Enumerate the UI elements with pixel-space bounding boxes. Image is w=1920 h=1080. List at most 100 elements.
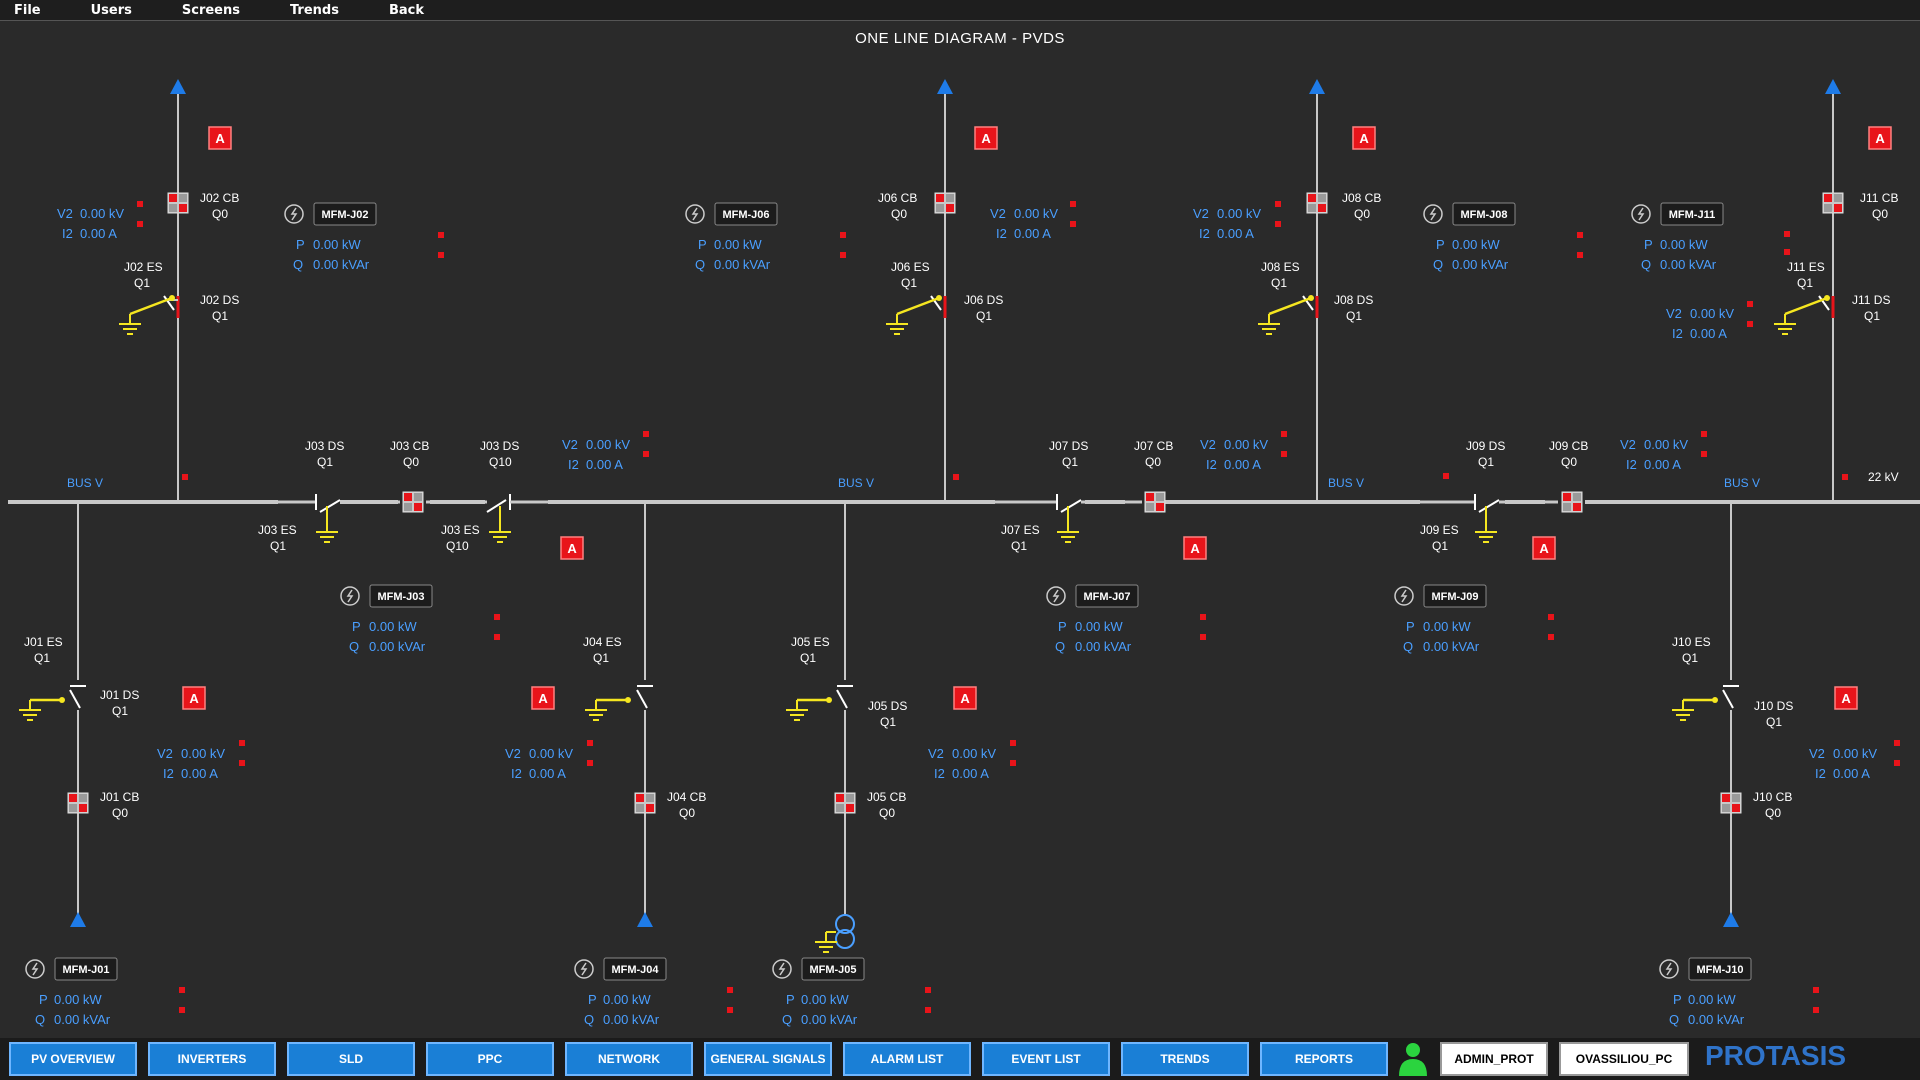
meter-mfm-j02[interactable]: MFM-J02 P 0.00 kW Q 0.00 kVAr: [284, 202, 444, 272]
es-label: J03 ES: [441, 523, 480, 537]
cb-label: J06 CB: [878, 191, 917, 205]
meter-mfm-j01[interactable]: MFM-J01 P 0.00 kW Q 0.00 kVAr: [25, 957, 185, 1027]
ds-state: Q1: [1478, 455, 1494, 469]
meter-mfm-j04[interactable]: MFM-J04 P 0.00 kW Q 0.00 kVAr: [574, 957, 733, 1027]
nav-alarm-list-button[interactable]: ALARM LIST: [843, 1042, 971, 1076]
alarm-icon[interactable]: [208, 126, 232, 150]
cb-state: Q0: [879, 806, 895, 820]
v2-label: V2: [562, 437, 578, 452]
v2-label: V2: [990, 206, 1006, 221]
meter-icon: [574, 959, 594, 979]
meter-mfm-j05[interactable]: MFM-J05 P 0.00 kW Q 0.00 kVAr: [772, 957, 931, 1027]
meter-mfm-j07[interactable]: MFM-J07 P 0.00 kW Q 0.00 kVAr: [1046, 584, 1206, 654]
bus-label: BUS V: [838, 476, 874, 490]
alarm-icon[interactable]: [531, 686, 555, 710]
circuit-breaker-icon[interactable]: [1822, 192, 1844, 214]
circuit-breaker-icon[interactable]: [1144, 491, 1166, 513]
ds-label: J02 DS: [200, 293, 239, 307]
circuit-breaker-icon[interactable]: [167, 192, 189, 214]
menu-trends[interactable]: Trends: [289, 2, 339, 18]
v2-value: 0.00 kV: [181, 746, 225, 761]
bus-label: BUS V: [67, 476, 103, 490]
ds-state: Q1: [1766, 715, 1782, 729]
menu-back[interactable]: Back: [388, 2, 424, 18]
cb-label: J10 CB: [1753, 790, 1792, 804]
page-title: ONE LINE DIAGRAM - PVDS: [855, 30, 1065, 47]
cb-state: Q0: [112, 806, 128, 820]
cb-state: Q0: [1872, 207, 1888, 221]
ground-icon: [584, 699, 608, 721]
meter-name: MFM-J04: [611, 964, 659, 976]
meter-mfm-j08[interactable]: MFM-J08 P 0.00 kW Q 0.00 kVAr: [1423, 202, 1583, 272]
ground-icon: [1056, 521, 1080, 543]
alarm-icon[interactable]: [1834, 686, 1858, 710]
circuit-breaker-icon[interactable]: [1720, 792, 1742, 814]
i2-label: I2: [1206, 457, 1217, 472]
alarm-icon[interactable]: [1183, 536, 1207, 560]
meter-mfm-j11[interactable]: MFM-J11 P 0.00 kW Q 0.00 kVAr: [1631, 202, 1724, 272]
i2-value: 0.00 A: [1224, 457, 1261, 472]
cb-label: J05 CB: [867, 790, 906, 804]
cb-state: Q0: [1765, 806, 1781, 820]
cb-state: Q0: [679, 806, 695, 820]
circuit-breaker-icon[interactable]: [634, 792, 656, 814]
i2-label: I2: [996, 226, 1007, 241]
v2-label: V2: [157, 746, 173, 761]
cb-label: J03 CB: [390, 439, 429, 453]
circuit-breaker-icon[interactable]: [67, 792, 89, 814]
nav-inverters-button[interactable]: INVERTERS: [148, 1042, 276, 1076]
i2-label: I2: [934, 766, 945, 781]
alarm-icon[interactable]: [974, 126, 998, 150]
feeder-j05: J05 ES Q1 J05 DS Q1 J05 CB Q0 V2 0.00 kV…: [785, 502, 1016, 953]
es-label: J07 ES: [1001, 523, 1040, 537]
v2-value: 0.00 kV: [1833, 746, 1877, 761]
meter-mfm-j03[interactable]: MFM-J03 P 0.00 kW Q 0.00 kVAr: [340, 584, 500, 654]
menu-screens[interactable]: Screens: [181, 2, 240, 18]
q-value: 0.00 kVAr: [54, 1012, 111, 1027]
meter-mfm-j10[interactable]: MFM-J10 P 0.00 kW Q 0.00 kVAr: [1659, 957, 1819, 1027]
nav-sld-button[interactable]: SLD: [287, 1042, 415, 1076]
arrow-up-icon: [1309, 79, 1325, 94]
q-value: 0.00 kVAr: [1075, 639, 1132, 654]
nav-reports-button[interactable]: REPORTS: [1260, 1042, 1388, 1076]
alarm-icon[interactable]: [560, 536, 584, 560]
meter-icon: [685, 204, 705, 224]
nav-ppc-button[interactable]: PPC: [426, 1042, 554, 1076]
circuit-breaker-icon[interactable]: [834, 792, 856, 814]
alarm-icon[interactable]: [1352, 126, 1376, 150]
i2-label: I2: [1672, 326, 1683, 341]
menu-users[interactable]: Users: [90, 2, 132, 18]
menu-file[interactable]: File: [14, 2, 41, 18]
alarm-icon[interactable]: [182, 686, 206, 710]
user-station: OVASSILIOU_PC: [1559, 1042, 1689, 1076]
circuit-breaker-icon[interactable]: [934, 192, 956, 214]
user-icon[interactable]: [1396, 1041, 1430, 1077]
q-label: Q: [695, 257, 705, 272]
q-label: Q: [1055, 639, 1065, 654]
meter-icon: [1423, 204, 1443, 224]
meter-mfm-j06[interactable]: MFM-J06 P 0.00 kW Q 0.00 kVAr: [685, 202, 846, 272]
nav-pv-overview-button[interactable]: PV OVERVIEW: [9, 1042, 137, 1076]
cb-state: Q0: [891, 207, 907, 221]
coupler-j07: J07 DS Q1 J07 CB Q0 J07 ES Q1 V2 0.00 kV…: [995, 431, 1287, 560]
alarm-icon[interactable]: [1868, 126, 1892, 150]
ds-label: J03 DS: [305, 439, 344, 453]
ground-icon: [1257, 313, 1281, 335]
one-line-diagram: A BUS V BUS V BUS V BUS V 22 kV: [8, 79, 1920, 1027]
meter-name: MFM-J02: [321, 209, 368, 221]
p-value: 0.00 kW: [313, 237, 361, 252]
alarm-icon[interactable]: [1532, 536, 1556, 560]
nav-trends-button[interactable]: TRENDS: [1121, 1042, 1249, 1076]
circuit-breaker-icon[interactable]: [402, 491, 424, 513]
alarm-icon[interactable]: [953, 686, 977, 710]
q-label: Q: [1641, 257, 1651, 272]
meter-name: MFM-J05: [809, 964, 856, 976]
circuit-breaker-icon[interactable]: [1561, 491, 1583, 513]
nav-network-button[interactable]: NETWORK: [565, 1042, 693, 1076]
nav-general-signals-button[interactable]: GENERAL SIGNALS: [704, 1042, 832, 1076]
meter-mfm-j09[interactable]: MFM-J09 P 0.00 kW Q 0.00 kVAr: [1394, 584, 1554, 654]
feeder-j01: J01 ES Q1 J01 DS Q1 J01 CB Q0 V2 0.00 kV…: [18, 502, 245, 927]
nav-event-list-button[interactable]: EVENT LIST: [982, 1042, 1110, 1076]
circuit-breaker-icon[interactable]: [1306, 192, 1328, 214]
ds-state: Q1: [1062, 455, 1078, 469]
